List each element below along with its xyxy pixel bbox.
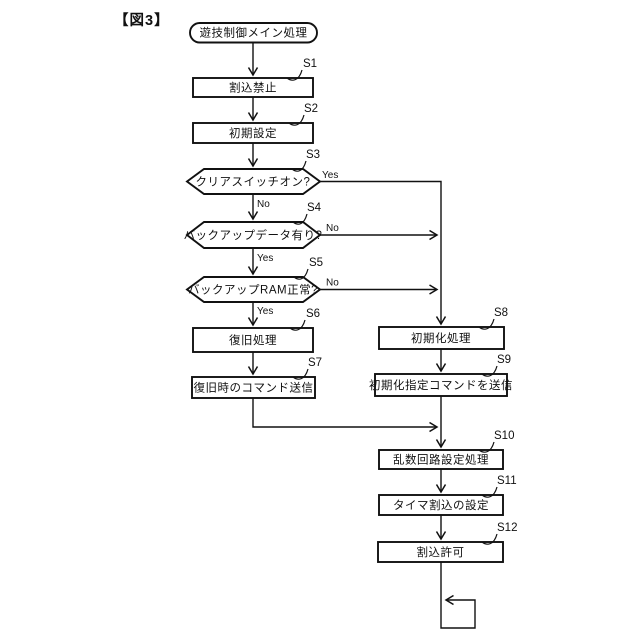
process-box bbox=[377, 541, 504, 563]
node-s2: 初期設定 bbox=[192, 122, 314, 144]
node-s5: バックアップRAM正常? bbox=[185, 276, 322, 303]
s5-yes-label: Yes bbox=[257, 306, 273, 317]
step-id-s7: S7 bbox=[292, 357, 322, 380]
step-id-s4: S4 bbox=[292, 202, 322, 225]
leader-squiggle bbox=[481, 533, 498, 545]
step-id-s3: S3 bbox=[291, 149, 320, 172]
leader-squiggle bbox=[292, 213, 308, 225]
s4-no-label: No bbox=[326, 223, 339, 234]
process-label: 割込禁止 bbox=[229, 81, 277, 95]
decision-label: バックアップデータ有り? bbox=[184, 228, 323, 242]
node-s1: 割込禁止 bbox=[192, 77, 314, 98]
process-label: 初期設定 bbox=[229, 126, 277, 140]
step-id-s5: S5 bbox=[293, 257, 323, 280]
s3-no-label: No bbox=[257, 199, 270, 210]
process-label: タイマ割込の設定 bbox=[393, 498, 489, 512]
leader-squiggle bbox=[293, 268, 309, 280]
leader-squiggle bbox=[478, 318, 495, 330]
step-id-s11: S11 bbox=[481, 475, 517, 498]
process-box bbox=[378, 449, 504, 470]
node-s8: 初期化処理 bbox=[378, 326, 505, 350]
leader-squiggle bbox=[289, 319, 306, 331]
edge-s3-yes-s8 bbox=[320, 180, 447, 326]
step-id-s1: S1 bbox=[286, 58, 317, 81]
process-box bbox=[192, 327, 314, 353]
node-s11: タイマ割込の設定 bbox=[378, 494, 504, 516]
step-id-s10: S10 bbox=[478, 430, 514, 453]
step-id-s6: S6 bbox=[289, 308, 320, 331]
decision-hexagon bbox=[185, 168, 322, 195]
decision-label: バックアップRAM正常? bbox=[188, 284, 318, 297]
leader-squiggle bbox=[291, 160, 307, 172]
svg-text:S5: S5 bbox=[309, 257, 323, 269]
branch-labels: Yes No No Yes No Yes bbox=[257, 170, 339, 317]
process-label: 初期化処理 bbox=[411, 331, 471, 345]
leader-squiggle bbox=[286, 69, 303, 81]
process-label: 乱数回路設定処理 bbox=[393, 453, 489, 467]
edge-s12-loop bbox=[440, 562, 476, 629]
step-id-s8: S8 bbox=[478, 307, 508, 330]
decision-label: クリアスイッチオン? bbox=[196, 176, 311, 189]
node-s6: 復旧処理 bbox=[192, 327, 314, 353]
step-id-s2: S2 bbox=[288, 103, 318, 126]
node-s3: クリアスイッチオン? bbox=[185, 168, 322, 195]
process-label: 初期化指定コマンドを送信 bbox=[369, 378, 513, 392]
s4-yes-label: Yes bbox=[257, 253, 273, 264]
svg-text:S9: S9 bbox=[497, 354, 511, 366]
node-s10: 乱数回路設定処理 bbox=[378, 449, 504, 470]
process-box bbox=[378, 494, 504, 516]
leader-squiggle bbox=[292, 368, 309, 380]
process-box bbox=[192, 122, 314, 144]
leader-squiggle bbox=[481, 486, 498, 498]
leader-squiggle bbox=[478, 441, 495, 453]
svg-text:S3: S3 bbox=[306, 149, 320, 161]
process-box bbox=[374, 373, 508, 397]
node-s12: 割込許可 bbox=[377, 541, 504, 563]
step-id-callouts: S1 S2 S3 S4 S5 S6 bbox=[286, 58, 517, 545]
s5-no-label: No bbox=[326, 278, 339, 289]
svg-text:S6: S6 bbox=[306, 308, 320, 320]
svg-text:S7: S7 bbox=[308, 357, 322, 369]
decision-hexagon bbox=[185, 221, 322, 249]
svg-text:S10: S10 bbox=[494, 430, 514, 442]
process-box bbox=[378, 326, 505, 350]
step-id-s9: S9 bbox=[481, 354, 511, 377]
process-label: 復旧時のコマンド送信 bbox=[194, 381, 314, 395]
start-terminal-label: 遊技制御メイン処理 bbox=[200, 26, 308, 40]
svg-text:S4: S4 bbox=[307, 202, 322, 214]
node-s9: 初期化指定コマンドを送信 bbox=[369, 373, 513, 397]
step-id-s12: S12 bbox=[481, 522, 517, 545]
figure-title: 【図3】 bbox=[114, 12, 170, 29]
leader-squiggle bbox=[288, 114, 305, 126]
leader-squiggle bbox=[481, 365, 498, 377]
node-s4: バックアップデータ有り? bbox=[184, 221, 323, 249]
node-start: 遊技制御メイン処理 bbox=[189, 22, 318, 44]
svg-text:S12: S12 bbox=[497, 522, 517, 534]
process-box bbox=[192, 77, 314, 98]
flow-edges bbox=[247, 42, 476, 629]
process-box bbox=[191, 376, 316, 399]
process-label: 復旧処理 bbox=[229, 333, 277, 347]
decision-hexagon bbox=[185, 276, 322, 303]
svg-text:S8: S8 bbox=[494, 307, 508, 319]
start-terminal-shape bbox=[189, 22, 318, 44]
s3-yes-label: Yes bbox=[322, 170, 338, 181]
process-label: 割込許可 bbox=[417, 545, 465, 559]
edge-s7-merge bbox=[252, 398, 439, 433]
svg-text:S2: S2 bbox=[304, 103, 318, 115]
svg-text:S11: S11 bbox=[497, 475, 517, 487]
svg-text:S1: S1 bbox=[303, 58, 317, 70]
node-s7: 復旧時のコマンド送信 bbox=[191, 376, 316, 399]
